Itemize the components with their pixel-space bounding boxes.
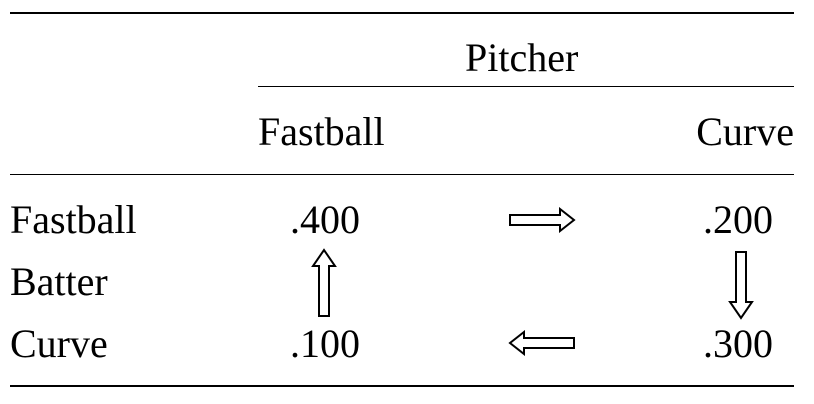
cell-curve-fastball: .100 bbox=[290, 321, 360, 366]
bottom-rule bbox=[10, 385, 794, 387]
column-group-label-pitcher: Pitcher bbox=[465, 35, 579, 80]
cell-fastball-curve: .200 bbox=[703, 197, 773, 242]
column-header-fastball: Fastball bbox=[258, 109, 385, 154]
row-header-fastball: Fastball bbox=[10, 197, 137, 242]
cell-curve-curve: .300 bbox=[703, 321, 773, 366]
column-header-curve: Curve bbox=[696, 109, 794, 154]
arrow-down-icon bbox=[728, 251, 754, 320]
arrow-left-icon bbox=[508, 330, 575, 356]
top-rule bbox=[10, 12, 794, 14]
pitcher-rule bbox=[258, 86, 794, 87]
cell-fastball-fastball: .400 bbox=[290, 197, 360, 242]
row-group-label-batter: Batter bbox=[10, 259, 108, 304]
arrow-right-icon bbox=[509, 207, 576, 233]
header-rule bbox=[10, 174, 794, 175]
arrow-up-icon bbox=[311, 248, 337, 317]
row-header-curve: Curve bbox=[10, 321, 108, 366]
